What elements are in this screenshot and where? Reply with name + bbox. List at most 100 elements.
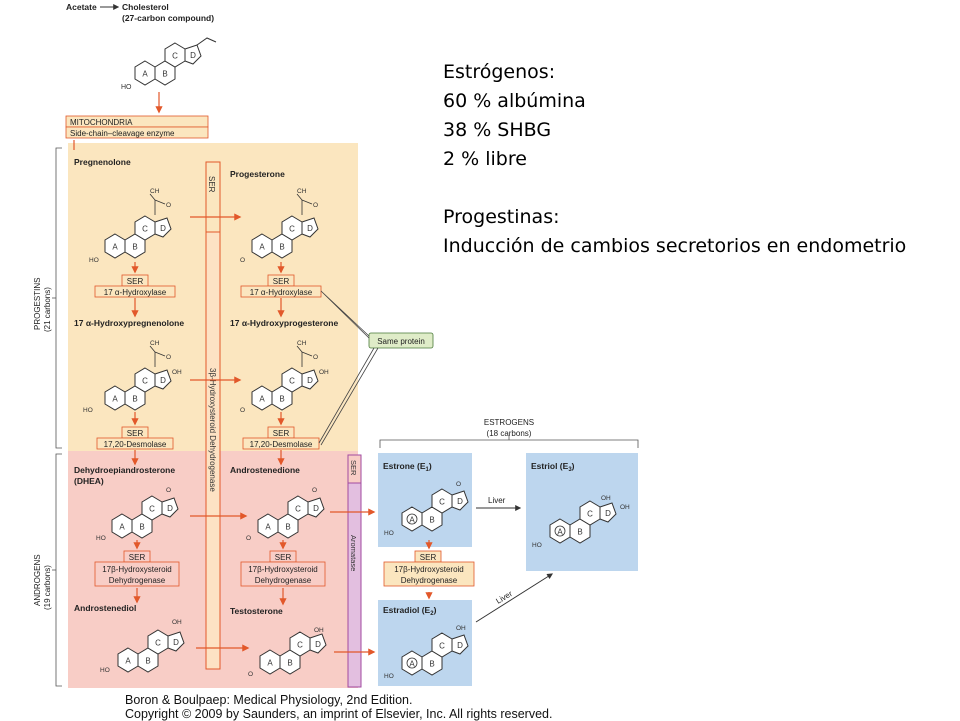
androstenediol-label: Androstenediol xyxy=(74,603,136,613)
estriol-molecule: OH OH HO xyxy=(532,495,630,549)
svg-text:OH: OH xyxy=(620,504,630,511)
svg-text:OH: OH xyxy=(172,369,182,376)
estrogen-albumin: 60 % albúmina xyxy=(443,90,586,112)
progesterone-molecule: CH O O xyxy=(240,188,319,264)
cholesterol-ho: HO xyxy=(121,84,132,91)
cholesterol-sub-label: (27-carbon compound) xyxy=(122,13,214,23)
hsd3b-ser-label: SER xyxy=(207,176,216,193)
svg-text:O: O xyxy=(456,481,461,488)
liver-label-2: Liver xyxy=(494,589,514,606)
androstenedione-molecule: O O xyxy=(246,487,325,542)
dhea-molecule: O HO xyxy=(96,487,179,542)
estrogens-carbons: (18 carbons) xyxy=(487,429,532,438)
ser-desmolase-left: SER 17,20-Desmolase xyxy=(96,426,174,450)
caption-line-1: Boron & Boulpaep: Medical Physiology, 2n… xyxy=(125,693,413,707)
hydroxypregnenolone-molecule: CH O OH HO xyxy=(83,340,182,414)
dhea-label-1: Dehydroepiandrosterone xyxy=(74,465,175,475)
estradiol-molecule: OH HO xyxy=(384,625,469,680)
same-protein-box xyxy=(368,332,434,349)
svg-text:SER: SER xyxy=(420,553,437,562)
svg-text:OH: OH xyxy=(172,619,182,626)
svg-text:O: O xyxy=(166,202,171,209)
svg-text:SER: SER xyxy=(127,277,144,286)
notes-spacer xyxy=(443,174,906,203)
scc-box xyxy=(65,126,209,139)
svg-text:HO: HO xyxy=(89,257,99,264)
svg-text:HO: HO xyxy=(384,530,394,537)
pregnenolone-label: Pregnenolone xyxy=(74,157,131,167)
progestins-carbons: (21 carbons) xyxy=(43,287,52,332)
hydroxypregnenolone-label: 17 α-Hydroxypregnenolone xyxy=(74,318,184,328)
estrogen-shbg: 38 % SHBG xyxy=(443,119,552,141)
svg-text:17β-Hydroxysteroid: 17β-Hydroxysteroid xyxy=(248,565,318,574)
acetate-label: Acetate xyxy=(66,2,97,12)
ser-hsd17-middle: SER 17β-Hydroxysteroid Dehydrogenase xyxy=(240,550,326,587)
ser-desmolase-right: SER 17,20-Desmolase xyxy=(242,426,320,450)
svg-text:O: O xyxy=(240,257,245,264)
svg-text:CH: CH xyxy=(297,340,307,347)
progestin-title: Progestinas: xyxy=(443,206,560,228)
svg-text:HO: HO xyxy=(384,673,394,680)
estrogens-label: ESTROGENS xyxy=(484,418,534,427)
ser-hsd17-left: SER 17β-Hydroxysteroid Dehydrogenase xyxy=(94,550,180,587)
svg-text:Dehydrogenase: Dehydrogenase xyxy=(255,576,312,585)
estrone-molecule: O HO xyxy=(384,481,469,537)
testosterone-label: Testosterone xyxy=(230,606,283,616)
svg-text:O: O xyxy=(248,671,253,678)
svg-text:OH: OH xyxy=(456,625,466,632)
svg-text:HO: HO xyxy=(83,407,93,414)
androgens-carbons: (19 carbons) xyxy=(43,565,52,610)
svg-text:HO: HO xyxy=(100,667,110,674)
svg-text:17 α-Hydroxylase: 17 α-Hydroxylase xyxy=(250,288,313,297)
hydroxyprogesterone-molecule: CH O OH O xyxy=(240,340,329,414)
hsd3b-ser-cap xyxy=(205,161,221,233)
svg-text:O: O xyxy=(166,354,171,361)
estriol-label: Estriol (E3) xyxy=(531,461,575,473)
pregnenolone-molecule: CH O HO xyxy=(89,188,172,264)
svg-text:O: O xyxy=(246,535,251,542)
progestin-effect: Inducción de cambios secretorios en endo… xyxy=(443,235,907,257)
dhea-label-2: (DHEA) xyxy=(74,476,104,486)
svg-text:17 α-Hydroxylase: 17 α-Hydroxylase xyxy=(104,288,167,297)
aromatase-label: Aromatase xyxy=(349,535,358,571)
hsd3b-label: 3β-Hydroxysteroid Dehydrogenase xyxy=(208,368,217,492)
estradiol-label: Estradiol (E2) xyxy=(383,605,437,617)
svg-text:O: O xyxy=(313,202,318,209)
androgens-label: ANDROGENS xyxy=(33,554,42,606)
same-protein-label: Same protein xyxy=(377,337,425,346)
svg-text:OH: OH xyxy=(319,369,329,376)
aromatase-ser-label: SER xyxy=(349,460,358,476)
caption-line-2: Copyright © 2009 by Saunders, an imprint… xyxy=(125,707,553,721)
svg-text:O: O xyxy=(313,354,318,361)
svg-text:Dehydrogenase: Dehydrogenase xyxy=(109,576,166,585)
svg-text:OH: OH xyxy=(314,627,324,634)
progestins-label: PROGESTINS xyxy=(33,278,42,330)
svg-text:SER: SER xyxy=(127,429,144,438)
cholesterol-label: Cholesterol xyxy=(122,2,169,12)
svg-text:SER: SER xyxy=(273,429,290,438)
svg-text:Dehydrogenase: Dehydrogenase xyxy=(401,576,458,585)
progesterone-label: Progesterone xyxy=(230,169,285,179)
svg-text:O: O xyxy=(240,407,245,414)
svg-text:HO: HO xyxy=(532,542,542,549)
mitochondria-label: MITOCHONDRIA xyxy=(70,118,133,127)
svg-text:CH: CH xyxy=(297,188,307,195)
ser-hsd17-estrogen: SER 17β-Hydroxysteroid Dehydrogenase xyxy=(383,550,475,587)
svg-text:17,20-Desmolase: 17,20-Desmolase xyxy=(250,440,313,449)
svg-text:HO: HO xyxy=(96,535,106,542)
ser-hydroxylase-left: SER 17 α-Hydroxylase xyxy=(94,274,176,298)
scc-label: Side-chain–cleavage enzyme xyxy=(70,129,175,138)
svg-text:CH: CH xyxy=(150,340,160,347)
hormone-notes: Estrógenos: 60 % albúmina 38 % SHBG 2 % … xyxy=(443,58,906,261)
svg-text:17β-Hydroxysteroid: 17β-Hydroxysteroid xyxy=(394,565,464,574)
testosterone-molecule: OH O xyxy=(248,627,327,678)
cholesterol-molecule xyxy=(134,42,202,86)
androstenediol-molecule: OH HO xyxy=(100,619,185,674)
aromatase-ser-cap xyxy=(347,454,362,484)
figure-caption: Boron & Boulpaep: Medical Physiology, 2n… xyxy=(125,693,552,721)
estrogen-free: 2 % libre xyxy=(443,148,527,170)
estrone-label: Estrone (E1) xyxy=(383,461,432,473)
svg-text:17,20-Desmolase: 17,20-Desmolase xyxy=(104,440,167,449)
